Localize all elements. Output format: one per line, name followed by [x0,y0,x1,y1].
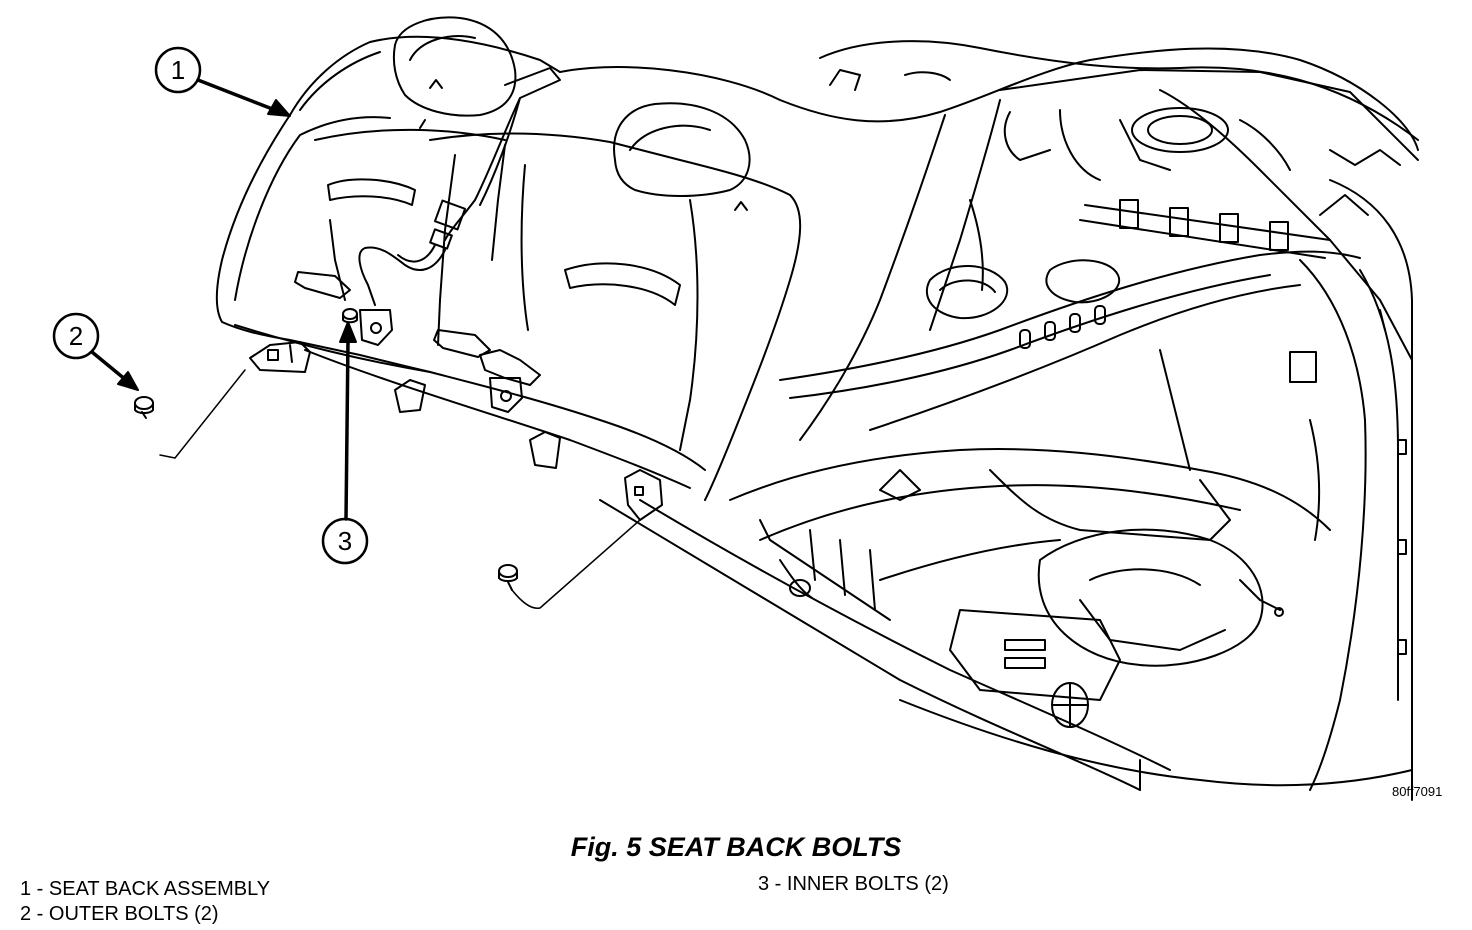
outer-bolt-right [498,519,641,609]
callout-2-number: 2 [69,321,83,351]
legend-item-inner-bolts: 3 - INNER BOLTS (2) [758,873,949,895]
legend-right: 3 - INNER BOLTS (2) [758,872,949,897]
callout-3-number: 3 [338,526,352,556]
callout-1: 1 [154,46,291,117]
figure-id: 80ff7091 [1392,784,1443,799]
seat-back-diagram: 1 2 3 [52,16,1419,801]
legend-item-seat-back-assembly: 1 - SEAT BACK ASSEMBLY [20,878,271,900]
callout-3: 3 [321,321,369,565]
callout-2: 2 [52,312,139,391]
seat-back-assembly [215,16,802,521]
inner-bolt [342,308,358,324]
legend-item-outer-bolts: 2 - OUTER BOLTS (2) [20,903,219,925]
callout-1-number: 1 [171,55,185,85]
figure-caption: Fig. 5 SEAT BACK BOLTS [570,832,902,862]
vehicle-body-outline [559,40,1419,801]
legend-left: 1 - SEAT BACK ASSEMBLY 2 - OUTER BOLTS (… [20,877,270,927]
outer-bolt-left [134,369,246,459]
